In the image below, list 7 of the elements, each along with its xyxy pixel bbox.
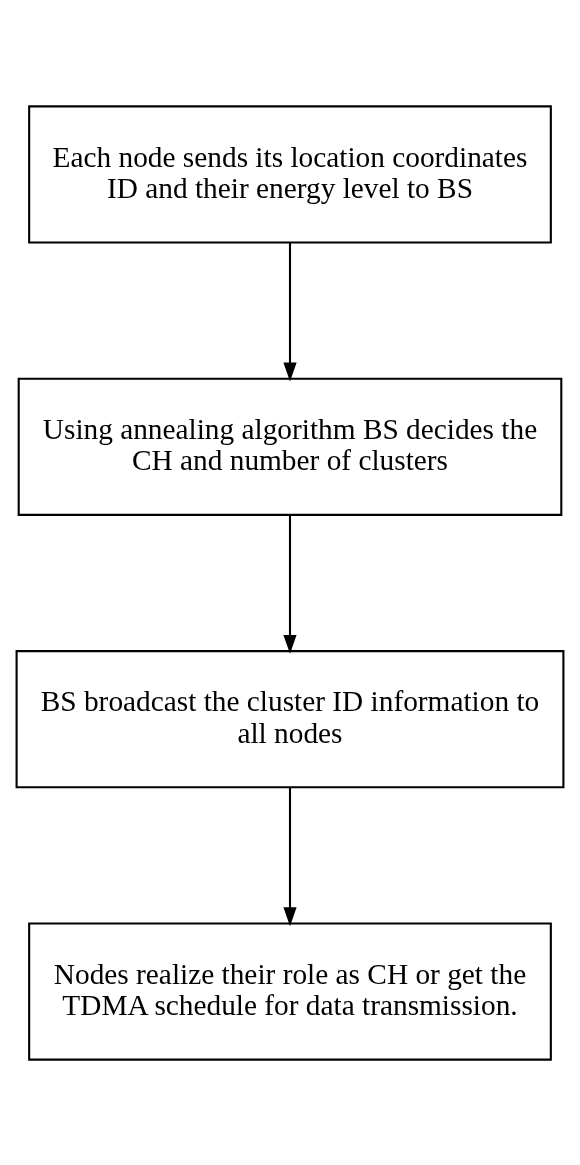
arrow [283, 242, 297, 381]
arrow [283, 787, 297, 926]
node-box: Nodes realize their role as CH or get the TDMA schedule for data transmission. [28, 921, 552, 1061]
node-box: BS broadcast the cluster ID information to all nodes [15, 649, 565, 788]
node-box: Using annealing algorithm BS decides the CH and number of clusters [17, 377, 563, 516]
arrow [283, 514, 297, 654]
node-box: Each node sends its location coordinates ID and their energy level to BS [28, 104, 552, 244]
